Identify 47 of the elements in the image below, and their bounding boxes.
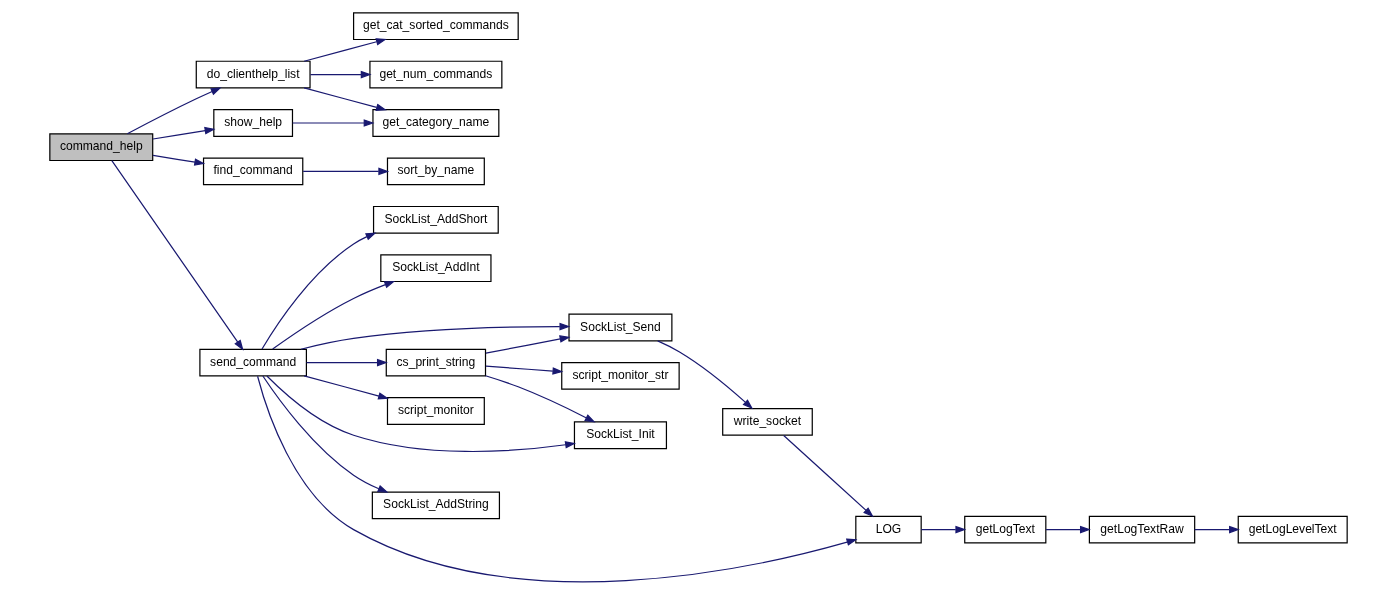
- node-box: getLogText: [964, 515, 1047, 544]
- node-box: send_command: [199, 348, 307, 377]
- arrow: [783, 434, 874, 518]
- arrow: [126, 87, 222, 135]
- node-box: script_monitor: [386, 397, 485, 425]
- node-box: command_help: [49, 133, 154, 162]
- arrow: [1045, 525, 1091, 534]
- arrow: [256, 375, 858, 583]
- arrow: [292, 119, 375, 127]
- node-box: get_cat_sorted_commands: [353, 12, 519, 41]
- arrow: [300, 322, 571, 350]
- node-box: getLogTextRaw: [1088, 515, 1196, 544]
- arrow: [305, 358, 388, 367]
- node-box: SockList_AddString: [371, 491, 501, 520]
- arrow: [485, 335, 571, 354]
- arrow: [262, 375, 389, 493]
- arrow: [303, 375, 390, 400]
- arrow: [303, 38, 387, 62]
- arrow: [111, 160, 244, 351]
- arrow: [272, 280, 396, 350]
- node-box: write_socket: [722, 408, 813, 436]
- arrow: [261, 232, 377, 350]
- node-box: SockList_AddShort: [372, 205, 499, 234]
- arrow: [152, 126, 216, 140]
- arrow: [309, 70, 372, 79]
- node-box: SockList_Send: [568, 313, 673, 342]
- arrow: [657, 340, 754, 410]
- node-box: find_command: [202, 157, 304, 186]
- node-box: get_num_commands: [369, 60, 503, 89]
- node-box: show_help: [213, 109, 294, 137]
- arrow: [1194, 525, 1240, 534]
- node-box: get_category_name: [372, 109, 500, 137]
- arrow: [152, 154, 206, 166]
- node-box: cs_print_string: [385, 348, 487, 377]
- arrow: [266, 375, 576, 453]
- arrow: [484, 375, 596, 423]
- node-box: SockList_AddInt: [380, 254, 492, 283]
- node-box: do_clienthelp_list: [195, 60, 311, 89]
- arrow: [302, 167, 390, 176]
- node-box: sort_by_name: [386, 157, 485, 186]
- node-box: script_monitor_str: [561, 362, 680, 390]
- arrow: [920, 525, 967, 534]
- node-box: getLogLevelText: [1237, 515, 1348, 544]
- arrow: [485, 365, 564, 375]
- node-box: LOG: [855, 515, 922, 544]
- node-box: SockList_Init: [573, 421, 668, 450]
- arrow: [303, 87, 387, 111]
